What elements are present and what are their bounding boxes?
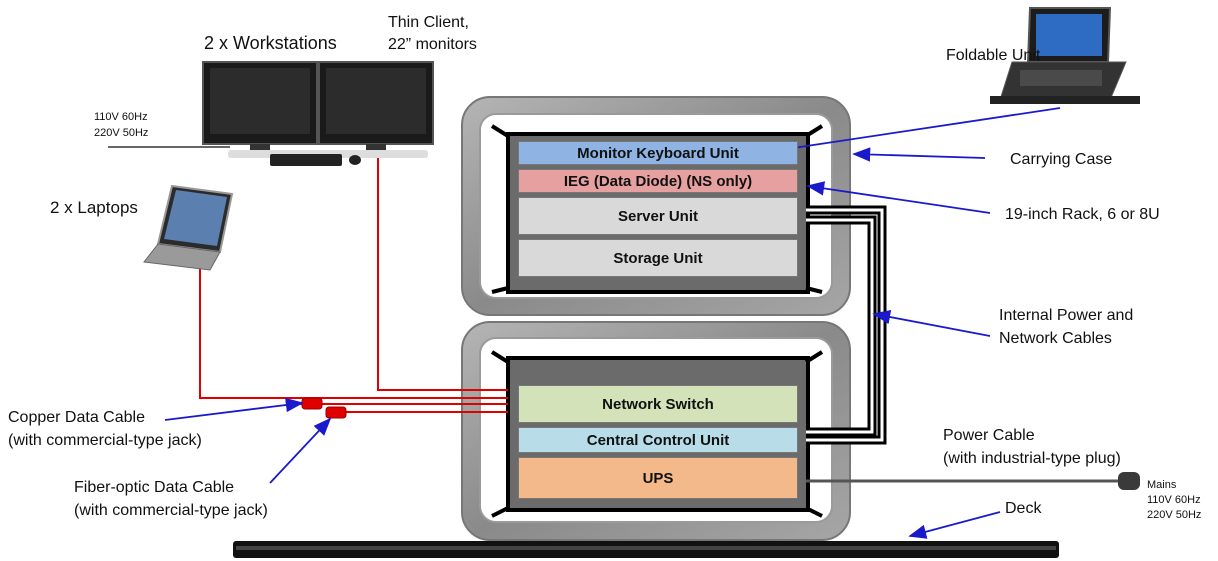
unit-ieg-data-diode: IEG (Data Diode) (NS only) (518, 169, 798, 193)
arrow-fiber (269, 417, 332, 484)
unit-network-switch: Network Switch (518, 385, 798, 423)
label-copper-1: Copper Data Cable (8, 409, 145, 426)
lower-rack-struts (490, 350, 824, 518)
unit-storage: Storage Unit (518, 239, 798, 277)
industrial-plug (1118, 472, 1140, 490)
unit-ups: UPS (518, 457, 798, 499)
fiber-jack (325, 406, 347, 419)
label-fiber-1: Fiber-optic Data Cable (74, 479, 235, 496)
arrow-internal-cables (872, 309, 991, 337)
label-carrying-case: Carrying Case (1010, 151, 1113, 168)
unit-server: Server Unit (518, 197, 798, 235)
arrow-rack (806, 181, 991, 214)
label-deck: Deck (1005, 500, 1042, 517)
label-ws-power-1: 110V 60Hz (94, 111, 148, 123)
label-fiber-2: (with commercial-type jack) (74, 502, 268, 519)
mouse (349, 155, 361, 165)
arrow-copper (164, 397, 304, 421)
label-rack: 19-inch Rack, 6 or 8U (1005, 206, 1160, 223)
label-thin-client-1: Thin Client, (388, 14, 469, 31)
workstation-monitors (202, 61, 434, 166)
label-internal-cables-1: Internal Power and (999, 307, 1134, 324)
label-mains-3: 220V 50Hz (1147, 509, 1202, 521)
label-power-cable-2: (with industrial-type plug) (943, 450, 1121, 467)
label-mains-2: 110V 60Hz (1147, 494, 1201, 506)
label-copper-2: (with commercial-type jack) (8, 432, 202, 449)
foldable-unit-graphic (990, 7, 1140, 104)
label-foldable-unit: Foldable Unit (946, 47, 1041, 64)
label-power-cable-1: Power Cable (943, 427, 1035, 444)
label-laptops: 2 x Laptops (50, 198, 138, 217)
arrow-carrying-case (852, 147, 986, 162)
arrow-foldable (778, 107, 1061, 155)
copper-jack (301, 397, 323, 410)
unit-monitor-keyboard: Monitor Keyboard Unit (518, 141, 798, 165)
label-internal-cables-2: Network Cables (999, 330, 1112, 347)
upper-rack-struts (490, 124, 824, 294)
internal-cables (806, 205, 887, 445)
laptop-graphic (143, 184, 234, 271)
data-cables (199, 150, 508, 413)
label-workstations: 2 x Workstations (204, 33, 337, 53)
unit-central-control: Central Control Unit (518, 427, 798, 453)
label-ws-power-2: 220V 50Hz (94, 127, 149, 139)
label-thin-client-2: 22” monitors (388, 36, 477, 53)
keyboard (270, 154, 342, 166)
label-mains-1: Mains (1147, 479, 1177, 491)
arrow-deck (908, 511, 1001, 539)
